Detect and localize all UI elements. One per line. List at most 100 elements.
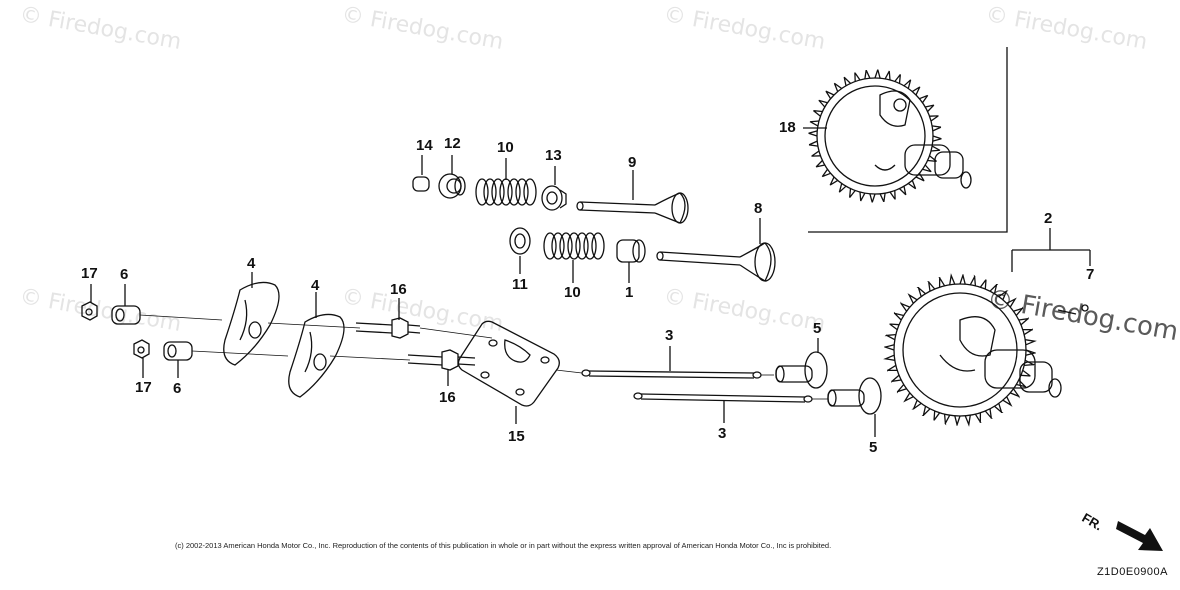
gear-tooth bbox=[932, 125, 942, 132]
callout-17: 17 bbox=[81, 265, 98, 282]
gear-tooth bbox=[907, 293, 918, 304]
gear-tooth bbox=[809, 120, 820, 127]
gear-tooth bbox=[915, 172, 925, 182]
gear-tooth bbox=[884, 70, 891, 81]
gear-tooth bbox=[893, 311, 904, 321]
gear-tooth bbox=[922, 164, 932, 173]
frame-line bbox=[808, 47, 1008, 233]
gear-tooth bbox=[859, 191, 866, 202]
callout-6-lower: 6 bbox=[173, 380, 182, 397]
gear-tooth bbox=[911, 86, 921, 96]
gear-tooth bbox=[911, 399, 922, 410]
callout-10: 10 bbox=[497, 139, 514, 156]
callout-3-lower: 3 bbox=[718, 425, 727, 442]
callout-7: 7 bbox=[1086, 266, 1095, 283]
gear-tooth bbox=[843, 76, 851, 86]
callout-6: 6 bbox=[120, 266, 129, 283]
callout-11: 11 bbox=[512, 276, 528, 293]
callout-16-lower: 16 bbox=[439, 389, 456, 406]
gear-tooth bbox=[907, 180, 917, 190]
gear-tooth bbox=[994, 403, 1004, 414]
gear-tooth bbox=[891, 374, 902, 383]
gear-tooth bbox=[833, 82, 843, 92]
gear-tooth bbox=[916, 286, 926, 297]
gear-tooth bbox=[984, 408, 993, 419]
gear-tooth bbox=[808, 130, 818, 137]
gear-tooth bbox=[903, 392, 914, 403]
valve-spring-lower-icon bbox=[543, 232, 605, 260]
gear-tooth bbox=[938, 277, 946, 288]
stud-bolt-icon bbox=[355, 317, 493, 339]
gear-tooth bbox=[896, 384, 907, 394]
gear-tooth bbox=[949, 273, 956, 285]
gear-tooth bbox=[900, 301, 911, 312]
gear-tooth bbox=[829, 176, 839, 186]
callout-13: 13 bbox=[545, 147, 562, 164]
push-rod-icon bbox=[633, 392, 828, 403]
callout-8: 8 bbox=[754, 200, 763, 217]
valve-spring-icon bbox=[475, 178, 537, 206]
stud-bolt-icon bbox=[407, 349, 476, 371]
front-direction-arrow-icon bbox=[1116, 521, 1163, 551]
gear-tooth bbox=[815, 160, 825, 168]
gear-tooth bbox=[1022, 328, 1033, 336]
gear-tooth bbox=[1002, 396, 1013, 407]
callout-17-lower: 17 bbox=[135, 379, 152, 396]
callout-16: 16 bbox=[390, 281, 407, 298]
gear-tooth bbox=[1020, 369, 1031, 377]
gear-tooth bbox=[864, 69, 871, 79]
gear-tooth bbox=[887, 364, 898, 372]
gear-tooth bbox=[925, 104, 935, 112]
gear-tooth bbox=[874, 69, 881, 79]
gear-tooth bbox=[818, 99, 828, 108]
exhaust-valve-icon bbox=[576, 192, 689, 224]
gear-tooth bbox=[921, 406, 931, 417]
gear-tooth bbox=[998, 290, 1009, 301]
callout-14: 14 bbox=[416, 137, 433, 154]
gear-tooth bbox=[884, 333, 896, 341]
tappet-icon bbox=[775, 351, 828, 389]
valve-cap-icon bbox=[412, 176, 430, 192]
gear-tooth bbox=[954, 415, 961, 426]
valve-seal-icon bbox=[541, 185, 567, 211]
gear-tooth bbox=[894, 74, 901, 84]
nut-icon bbox=[81, 301, 98, 321]
gear-tooth bbox=[933, 410, 941, 421]
valve-retainer-lower-icon bbox=[616, 239, 646, 263]
diagram-code: Z1D0E0900A bbox=[1096, 566, 1168, 578]
tappet-icon bbox=[827, 377, 882, 415]
pivot-icon bbox=[111, 305, 141, 325]
rocker-arm-icon bbox=[288, 313, 345, 398]
camshaft-gear-icon bbox=[808, 69, 972, 203]
valve-seal-lower-icon bbox=[509, 227, 531, 255]
gear-tooth bbox=[808, 140, 818, 147]
gear-tooth bbox=[927, 281, 936, 292]
gear-tooth bbox=[825, 90, 835, 100]
gear-tooth bbox=[899, 186, 907, 196]
gear-tooth bbox=[903, 79, 912, 89]
callout-1: 1 bbox=[625, 284, 634, 301]
intake-valve-icon bbox=[656, 242, 776, 282]
callout-9: 9 bbox=[628, 154, 637, 171]
gear-tooth bbox=[927, 155, 937, 162]
gear-tooth bbox=[883, 354, 895, 361]
callout-18: 18 bbox=[779, 119, 796, 136]
gear-tooth bbox=[929, 115, 939, 122]
callout-3: 3 bbox=[665, 327, 674, 344]
gear-tooth bbox=[879, 193, 886, 203]
gear-tooth bbox=[969, 274, 977, 286]
gear-tooth bbox=[964, 415, 971, 427]
gear-tooth bbox=[813, 110, 823, 117]
gear-tooth bbox=[821, 168, 831, 178]
gear-tooth bbox=[849, 188, 856, 198]
gear-tooth bbox=[884, 344, 895, 351]
gear-tooth bbox=[974, 412, 982, 423]
callout-15: 15 bbox=[508, 428, 525, 445]
gear-tooth bbox=[889, 190, 896, 200]
gear-tooth bbox=[989, 283, 999, 294]
push-rod-icon bbox=[581, 369, 774, 379]
gear-tooth bbox=[1013, 306, 1024, 316]
gear-tooth bbox=[979, 279, 987, 290]
